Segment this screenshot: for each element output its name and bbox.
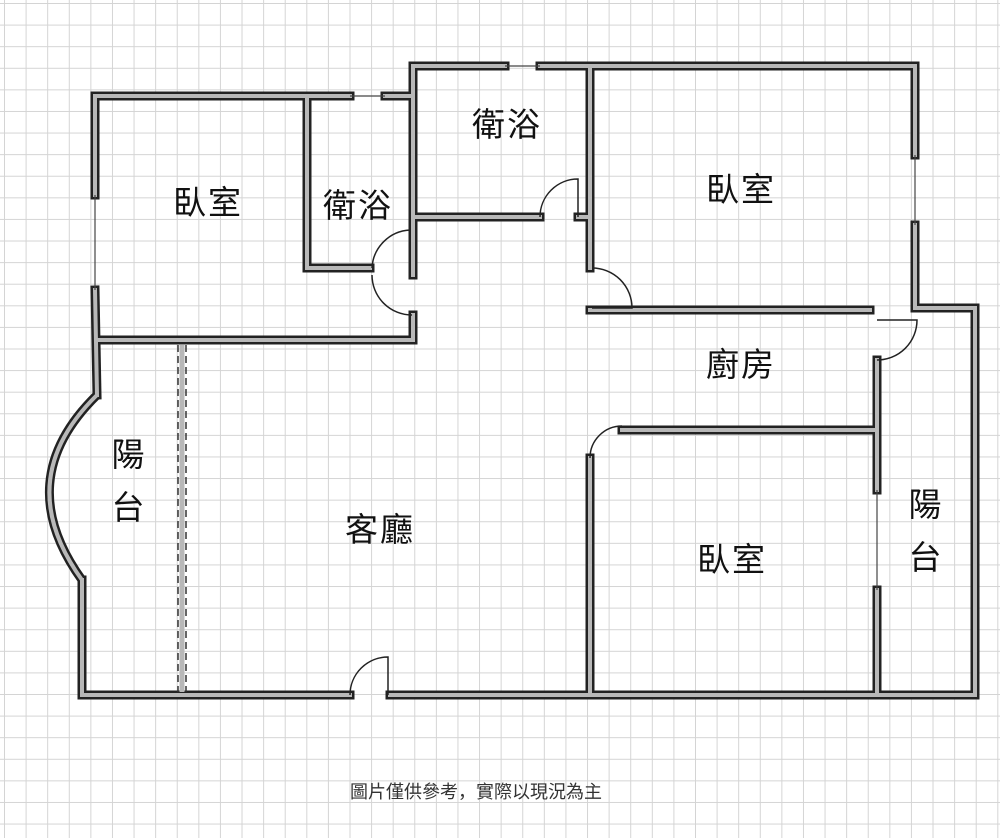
wall-fill (80, 578, 352, 697)
door-swing (591, 267, 633, 309)
room-label-bedroom-top-right: 臥室 (706, 170, 776, 209)
door-swing (539, 178, 579, 218)
wall-outline (92, 310, 418, 345)
room-label-kitchen: 廚房 (706, 345, 776, 384)
room-label-living-room: 客廳 (345, 510, 415, 549)
wall-outline (535, 61, 920, 160)
door-swing (589, 425, 623, 459)
wall-fill (92, 287, 100, 398)
room-label-bathroom-top: 衛浴 (472, 105, 542, 144)
door-swing (371, 274, 413, 316)
room-label-balcony-right: 陽台 (903, 487, 942, 593)
wall-outline (385, 303, 980, 700)
wall-fill (95, 313, 415, 342)
door-swing (349, 656, 389, 696)
wall-fill (93, 94, 352, 197)
room-label-bathroom-left: 衛浴 (323, 186, 393, 225)
curved-wall-fill (47, 393, 99, 582)
wall-fill (388, 306, 977, 697)
room-label-bedroom-bottom-right: 臥室 (697, 540, 767, 579)
door-swing (371, 229, 411, 269)
wall-fill (538, 64, 917, 157)
room-label-bedroom-left: 臥室 (173, 183, 243, 222)
door-swing (876, 319, 918, 361)
disclaimer-caption: 圖片僅供參考，實際以現況為主 (350, 782, 602, 803)
wall-outline (77, 575, 355, 700)
room-label-balcony-left: 陽台 (106, 437, 145, 543)
wall-fill (305, 94, 372, 270)
